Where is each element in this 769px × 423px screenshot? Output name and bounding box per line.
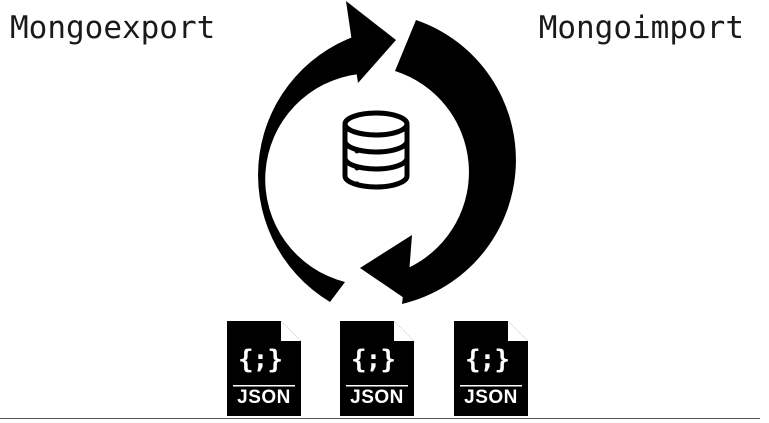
json-symbol: {;} xyxy=(465,345,510,375)
mongoexport-label: Mongoexport xyxy=(10,10,216,46)
json-label: JSON xyxy=(237,387,291,408)
file-shape xyxy=(227,321,301,416)
json-file-icon: {;} JSON xyxy=(340,321,414,416)
json-file-icon: {;} JSON xyxy=(454,321,528,416)
mongoimport-label: Mongoimport xyxy=(538,10,744,46)
file-shape xyxy=(340,321,414,416)
json-label: JSON xyxy=(350,387,404,408)
cycle-arrow-bottom-icon xyxy=(360,20,516,304)
json-symbol: {;} xyxy=(238,345,283,375)
database-icon xyxy=(342,110,410,190)
json-file-icon: {;} JSON xyxy=(227,321,301,416)
cycle-arrow-top-icon xyxy=(258,1,396,302)
file-shape xyxy=(454,321,528,416)
json-symbol: {;} xyxy=(351,345,396,375)
json-label: JSON xyxy=(464,387,518,408)
bottom-divider xyxy=(0,418,760,419)
